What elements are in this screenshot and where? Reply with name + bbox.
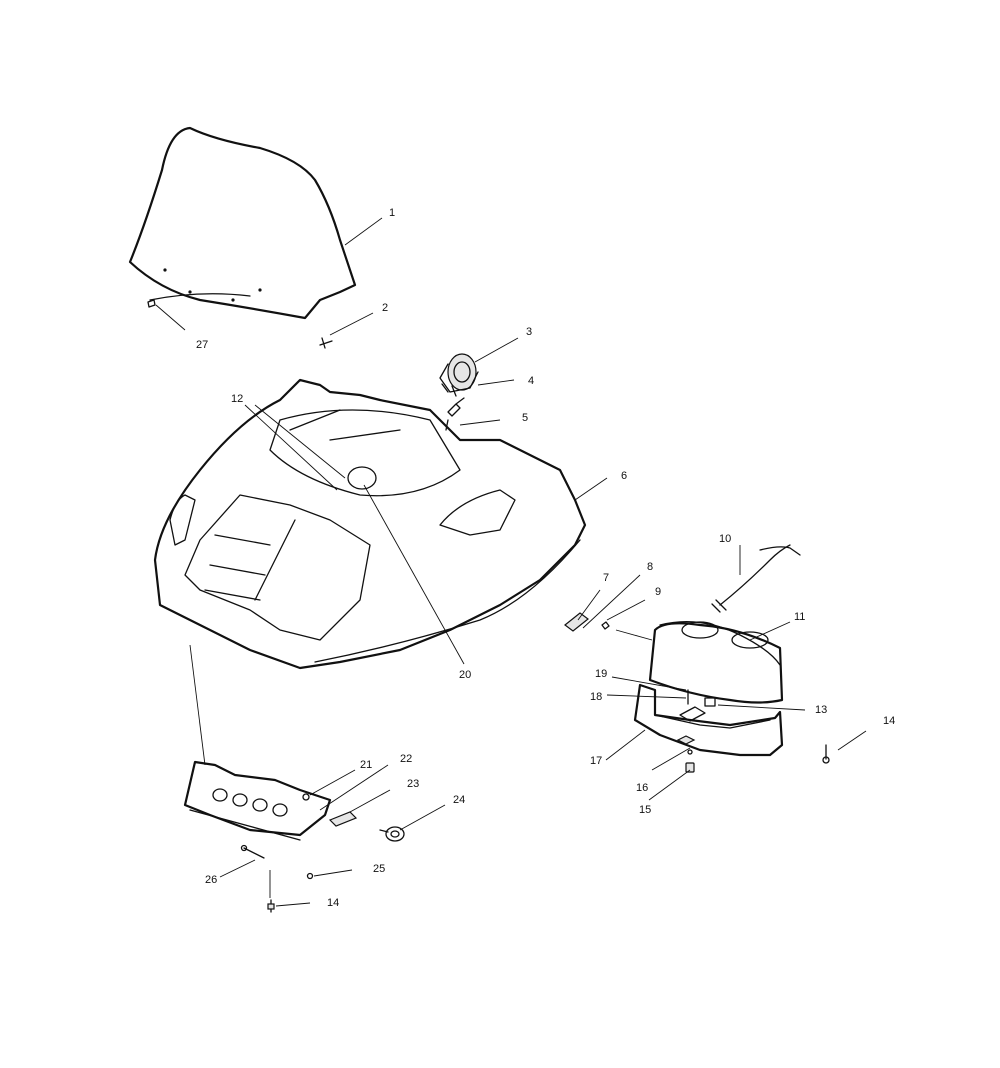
- callout-15: 15: [639, 804, 651, 816]
- headlight-housing: [633, 683, 784, 757]
- screw-14-lower: [267, 899, 275, 913]
- callout-24: 24: [453, 794, 465, 806]
- callout-14-lower: 14: [327, 897, 339, 909]
- callout-6: 6: [621, 470, 627, 482]
- callout-10: 10: [719, 533, 731, 545]
- callout-2: 2: [382, 302, 388, 314]
- latch-bracket: [564, 612, 589, 632]
- callout-14-right: 14: [883, 715, 895, 727]
- callout-23: 23: [407, 778, 419, 790]
- housing-nut-16: [676, 735, 696, 755]
- callout-8: 8: [647, 561, 653, 573]
- callout-1: 1: [389, 207, 395, 219]
- hood: [153, 378, 587, 670]
- windshield-screw: [147, 299, 156, 308]
- callout-22: 22: [400, 753, 412, 765]
- gauge-bracket: [441, 383, 457, 397]
- callout-20: 20: [459, 669, 471, 681]
- lower-bracket: [183, 760, 332, 841]
- wire-harness: [711, 544, 801, 613]
- callout-26: 26: [205, 874, 217, 886]
- gauge-bulb: [445, 397, 465, 431]
- speedometer-gauge: [439, 353, 479, 393]
- callout-13: 13: [815, 704, 827, 716]
- leader-lines: [155, 217, 867, 907]
- callout-7: 7: [603, 572, 609, 584]
- latch-pin: [601, 621, 610, 630]
- pin-25: [306, 872, 314, 880]
- callout-21: 21: [360, 759, 372, 771]
- callout-9: 9: [655, 586, 661, 598]
- callout-11: 11: [794, 611, 805, 623]
- callout-25: 25: [373, 863, 385, 875]
- callout-16: 16: [636, 782, 648, 794]
- callout-labels: 1 2 3 4 5 6 7 8 9 10 11 12 13 14 14 15 1…: [196, 207, 895, 909]
- housing-screw-14: [822, 744, 830, 764]
- callout-4: 4: [528, 375, 534, 387]
- grommet-24: [379, 826, 405, 842]
- callout-19: 19: [595, 668, 607, 680]
- bolt-26: [240, 844, 265, 859]
- callout-3: 3: [526, 326, 532, 338]
- housing-nut-15: [685, 762, 695, 773]
- callout-5: 5: [522, 412, 528, 424]
- bracket-latch-23: [328, 811, 358, 827]
- windshield: [128, 126, 357, 320]
- callout-12: 12: [231, 393, 243, 405]
- windshield-rivet: [319, 337, 333, 349]
- headlight-assembly: [648, 621, 784, 704]
- bracket-screw-21: [302, 793, 310, 801]
- callout-17: 17: [590, 755, 602, 767]
- callout-18: 18: [590, 691, 602, 703]
- callout-27: 27: [196, 339, 208, 351]
